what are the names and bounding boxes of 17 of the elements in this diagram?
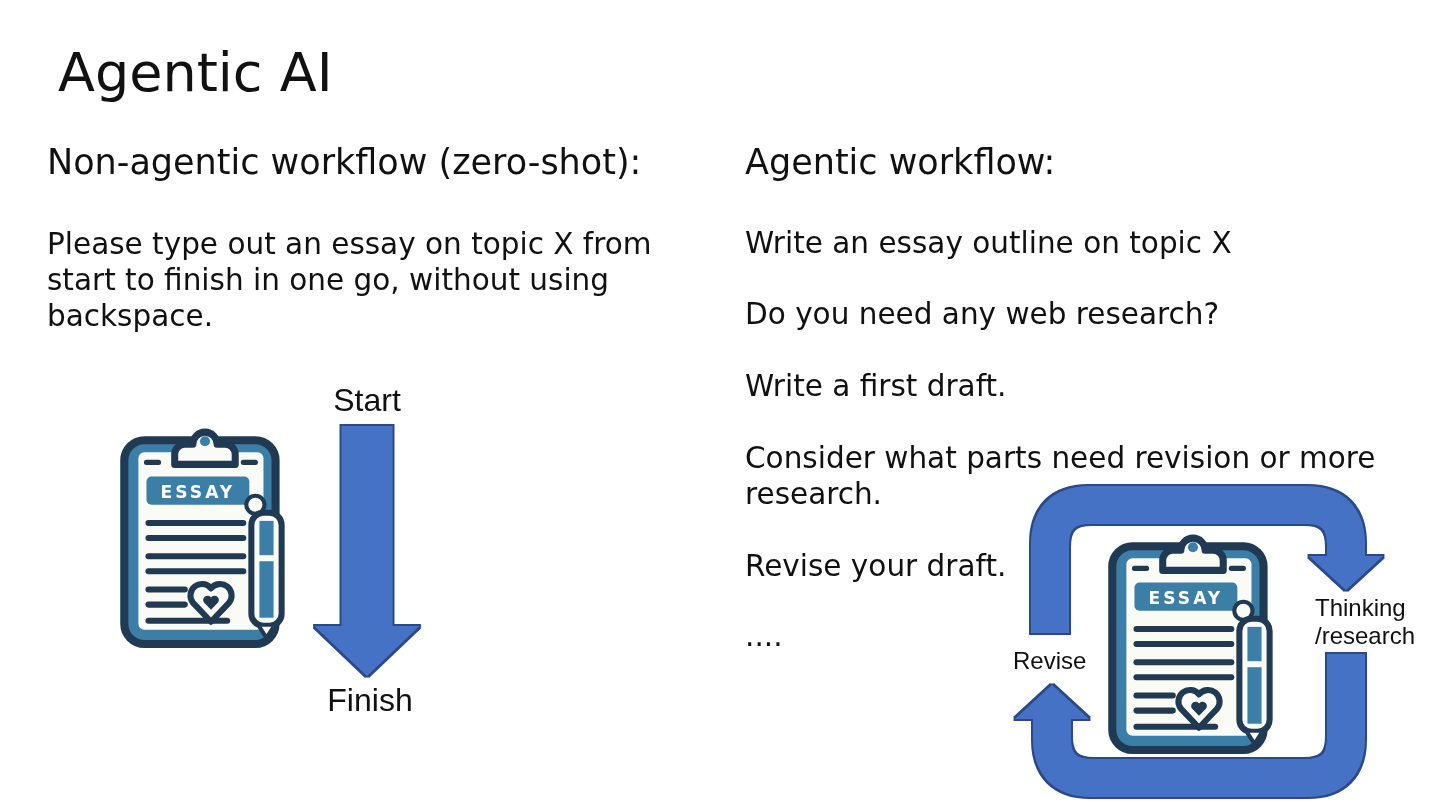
step-text: Write a first draft. <box>745 368 1007 404</box>
step-text: Write an essay outline on topic X <box>745 225 1232 261</box>
ellipsis-text: .... <box>745 618 783 654</box>
flow-label: Revise <box>1011 633 1095 685</box>
flow-label: Thinking /research <box>1313 590 1429 654</box>
banner-text: ESSAY <box>160 481 236 502</box>
section-heading: Non-agentic workflow (zero-shot): <box>47 141 642 184</box>
section-heading: Agentic workflow: <box>745 141 1056 184</box>
instruction-paragraph: Please type out an essay on topic X from start to finish in one go, without using backspace. <box>47 226 653 334</box>
flow-label: Finish <box>318 676 422 720</box>
banner-text: ESSAY <box>1148 587 1224 608</box>
block-arrow <box>314 426 420 676</box>
flow-label: Start <box>327 382 407 426</box>
step-text: Revise your draft. <box>745 548 1007 584</box>
step-text: Do you need any web research? <box>745 296 1220 332</box>
step-text: Consider what parts need revision or more research. <box>745 440 1377 512</box>
slide-title: Agentic AI <box>58 41 333 105</box>
